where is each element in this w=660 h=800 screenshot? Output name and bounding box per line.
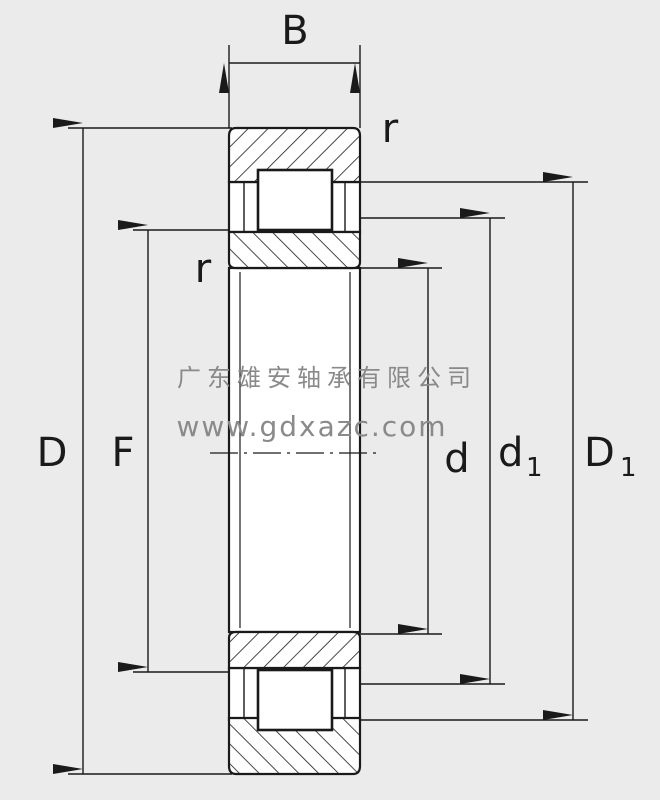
label-r-left: r <box>195 246 212 292</box>
watermark-url: www.gdxazc.com <box>176 410 447 443</box>
bearing-section <box>227 126 362 776</box>
watermark-company: 广东雄安轴承有限公司 <box>177 364 477 392</box>
label-r-top: r <box>382 106 399 152</box>
label-D: D <box>37 430 68 476</box>
label-d: d <box>444 436 469 482</box>
label-D1-main: D <box>584 430 615 476</box>
label-F: F <box>111 430 134 476</box>
label-B: B <box>281 8 308 54</box>
label-d1-main: d <box>498 430 523 476</box>
label-d1-sub: 1 <box>526 453 543 483</box>
dimension-lines <box>53 62 574 774</box>
label-D1-sub: 1 <box>620 453 637 483</box>
